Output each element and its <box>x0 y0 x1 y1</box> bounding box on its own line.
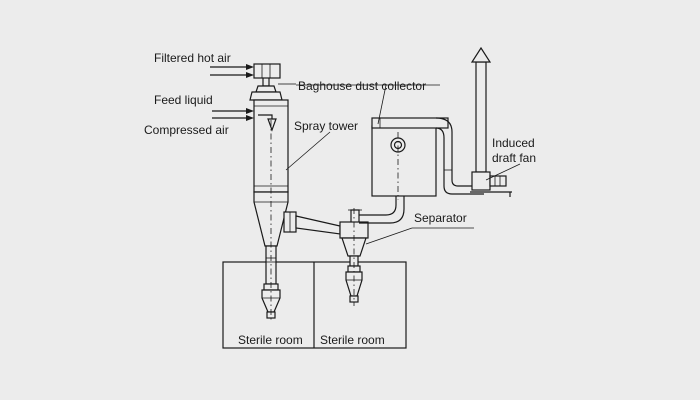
label-induced: Induced <box>492 136 535 150</box>
label-compressed-air: Compressed air <box>144 123 229 137</box>
separator-leader <box>365 227 413 245</box>
separator-cone <box>341 237 367 257</box>
input-arrows <box>210 64 254 121</box>
label-sterile-room-left: Sterile room <box>238 333 303 347</box>
label-sterile-room-right: Sterile room <box>320 333 385 347</box>
label-baghouse: Baghouse dust collector <box>298 79 426 93</box>
cyclone-separator <box>339 208 369 306</box>
baghouse-body <box>371 125 437 197</box>
exhaust-stack <box>475 61 487 173</box>
fan-housing <box>471 171 491 191</box>
spray-tower <box>249 63 341 322</box>
spray-nozzle <box>267 118 277 132</box>
fan-motor <box>489 175 507 187</box>
label-separator: Separator <box>414 211 467 225</box>
air-distributor <box>255 85 277 93</box>
hot-air-duct <box>253 63 281 79</box>
label-draft-fan: draft fan <box>492 151 536 165</box>
label-feed-liquid: Feed liquid <box>154 93 213 107</box>
stack-cap <box>470 46 492 63</box>
spray-tower-leader <box>285 131 331 171</box>
baghouse-top-rail <box>371 117 449 129</box>
label-filtered-hot-air: Filtered hot air <box>154 51 231 65</box>
label-spray-tower: Spray tower <box>294 119 358 133</box>
exhaust-duct <box>435 117 484 195</box>
fan-leader <box>485 163 521 181</box>
leader-lines <box>278 83 521 245</box>
baghouse-dust-collector <box>371 117 449 200</box>
sterile-rooms <box>222 261 407 349</box>
transfer-duct <box>295 215 341 235</box>
induced-draft-fan <box>470 46 512 197</box>
